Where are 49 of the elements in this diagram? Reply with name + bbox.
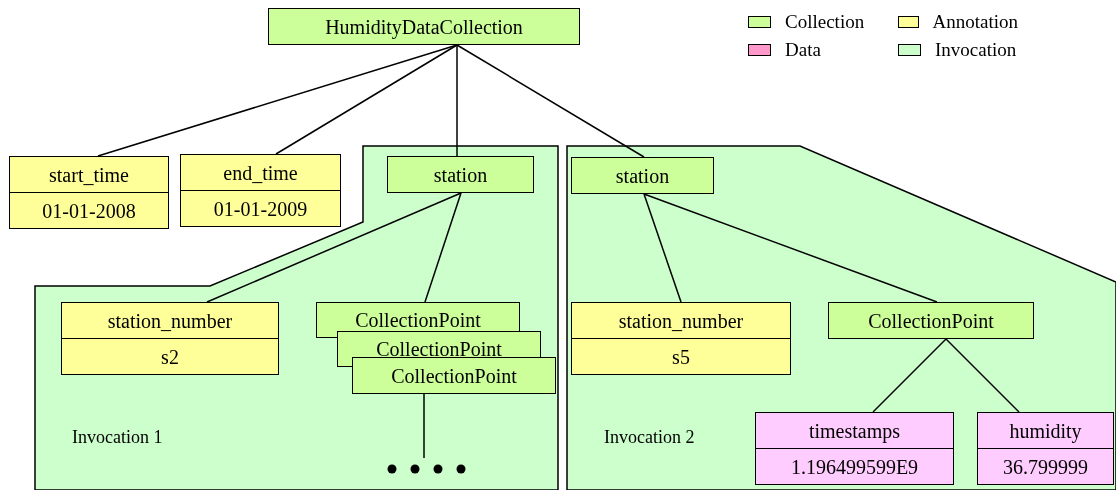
- collection-box: [352, 357, 556, 394]
- node-title: CollectionPoint: [355, 310, 481, 330]
- connector-line: [872, 338, 947, 413]
- node-value: 36.799999: [1003, 456, 1088, 477]
- collection-box: [268, 8, 580, 45]
- node-title: CollectionPoint: [376, 339, 502, 359]
- connector-line: [456, 44, 645, 158]
- node-title: timestamps: [808, 420, 901, 441]
- node-value: s2: [161, 346, 179, 367]
- connector-line: [97, 44, 458, 157]
- node-value: 1.196499599E9: [790, 456, 919, 477]
- region-label: Invocation 1: [72, 428, 163, 446]
- attribute-box: [180, 154, 341, 227]
- region-label: Invocation 2: [604, 428, 695, 446]
- node-value: s5: [672, 346, 690, 367]
- node-title: HumidityDataCollection: [325, 16, 523, 37]
- node-title: CollectionPoint: [391, 365, 517, 386]
- attribute-box: [977, 412, 1114, 485]
- connector-line: [424, 192, 462, 303]
- node-title: start_time: [49, 164, 129, 185]
- attribute-box: [61, 302, 279, 375]
- legend-label: Invocation: [935, 40, 1017, 59]
- node-value: 01-01-2009: [213, 198, 308, 219]
- connector-line: [456, 44, 458, 157]
- node-title: station: [433, 164, 488, 185]
- node-title: station: [615, 165, 670, 186]
- connector-line: [423, 393, 425, 459]
- node-title: end_time: [223, 162, 298, 183]
- node-value: 01-01-2008: [42, 200, 136, 221]
- node-title: station_number: [107, 310, 233, 331]
- invocation-region: [567, 146, 1116, 490]
- node-title: station_number: [618, 310, 744, 331]
- connector-line: [275, 44, 458, 155]
- collection-box: [828, 302, 1034, 339]
- connector-line: [643, 193, 682, 303]
- attribute-box: [571, 302, 791, 375]
- legend-label: Annotation: [932, 12, 1018, 31]
- attribute-box: [755, 412, 954, 485]
- legend-label: Data: [785, 40, 821, 59]
- connector-line: [643, 193, 938, 303]
- node-title: humidity: [1009, 420, 1082, 441]
- node-title: CollectionPoint: [868, 310, 994, 331]
- connector-line: [206, 192, 462, 303]
- invocation-region: [35, 146, 558, 490]
- attribute-box: [9, 156, 169, 229]
- collection-box: [387, 156, 534, 193]
- collection-box: [571, 157, 714, 194]
- connector-line: [945, 338, 1020, 413]
- legend-label: Collection: [785, 12, 865, 31]
